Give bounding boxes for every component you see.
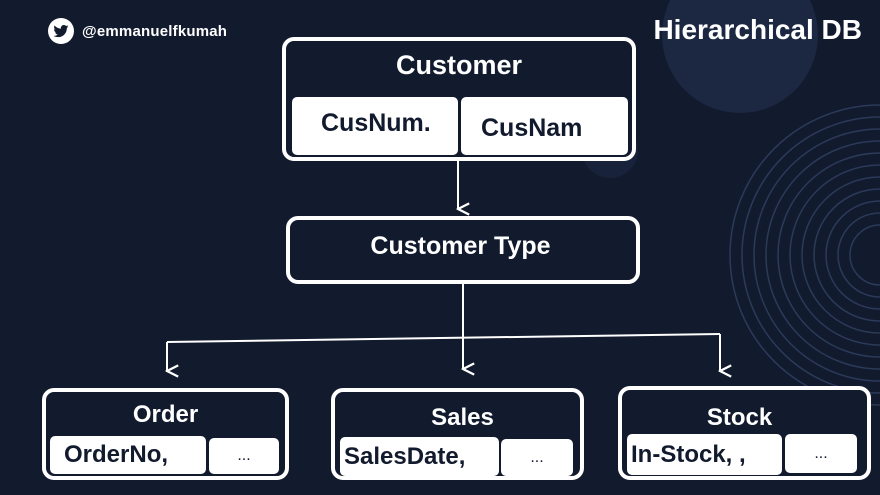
author-handle[interactable]: @emmanuelfkumah (48, 18, 227, 44)
field-cusnum: CusNum. (292, 97, 458, 155)
node-order-title: Order (132, 401, 199, 428)
node-stock: Stock In-Stock, , ... (618, 386, 871, 480)
field-order-more: ... (209, 438, 279, 474)
node-sales-title: Sales (431, 404, 494, 431)
field-salesdate: SalesDate, (340, 437, 499, 476)
field-sales-more: ... (501, 439, 573, 476)
node-sales: Sales SalesDate, ... (331, 388, 584, 480)
field-cusnam: CusNam (461, 97, 628, 155)
field-instock: In-Stock, , (627, 434, 782, 475)
field-stock-more: ... (785, 434, 857, 473)
page-title: Hierarchical DB (653, 14, 862, 45)
node-customer-type-title: Customer Type (370, 232, 551, 260)
node-customer-title: Customer (395, 50, 523, 80)
twitter-bird-icon (48, 18, 74, 44)
node-customer: Customer CusNum. CusNam (282, 37, 636, 161)
node-stock-title: Stock (706, 404, 773, 431)
node-customer-type: Customer Type (286, 216, 640, 284)
edge-branch-bar (166, 333, 721, 343)
field-orderno: OrderNo, (50, 436, 206, 474)
author-handle-text: @emmanuelfkumah (82, 22, 228, 40)
node-order: Order OrderNo, ... (42, 388, 289, 480)
